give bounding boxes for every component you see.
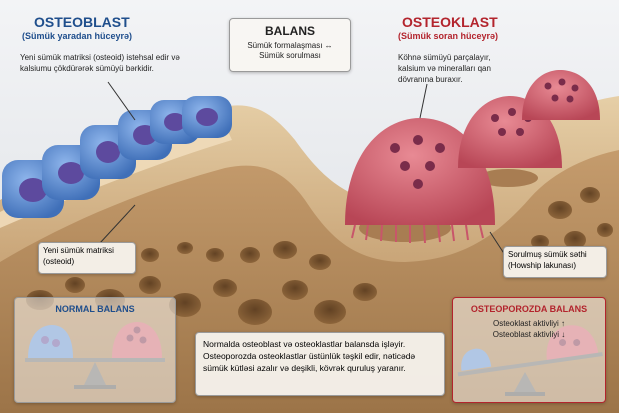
osteoporosis-title: OSTEOPOROZDA BALANS <box>470 304 588 314</box>
osteoclast-large <box>345 118 495 244</box>
osteoclast-cells <box>345 70 600 244</box>
osteoporosis-panel: OSTEOPOROZDA BALANS Osteoklast aktivliyi… <box>452 297 606 403</box>
osteoclast-small <box>522 70 600 120</box>
balance-line-2: Sümük sorulması <box>259 51 321 60</box>
howship-callout: Sorulmuş sümük səthi (Howship lakunası) <box>503 246 607 278</box>
osteoblast-title: OSTEOBLAST <box>34 14 130 30</box>
osteoclast-description: Köhnə sümüyü parçalayır, kalsium və mine… <box>398 53 491 84</box>
osteoclast-activity: Osteoklast aktivliyi ↑ <box>492 319 566 328</box>
osteoblast-cells <box>2 96 232 218</box>
normal-balance-panel: NORMAL BALANS <box>14 297 176 403</box>
balance-box: BALANS Sümük formalaşması ↔ Sümük sorulm… <box>229 18 351 72</box>
osteoblast-subtitle: (Sümük yaradan hüceyrə) <box>22 31 133 41</box>
balance-title: BALANS <box>265 24 315 38</box>
osteoblast-description: Yeni sümük matriksi (osteoid) istehsal e… <box>20 53 180 73</box>
osteoblast-activity: Osteoblast aktivliyi ↓ <box>492 330 566 339</box>
explanation-panel: Normalda osteoblast və osteoklastlar bal… <box>195 332 445 396</box>
balance-line-1: Sümük formalaşması ↔ <box>247 41 333 50</box>
normal-balance-title: NORMAL BALANS <box>55 304 135 314</box>
callout-lines <box>99 81 506 256</box>
osteoid-callout: Yeni sümük matriksi (osteoid) <box>38 242 136 274</box>
osteoclast-title: OSTEOKLAST <box>402 14 498 30</box>
osteoclast-subtitle: (Sümük soran hüceyrə) <box>398 31 499 41</box>
